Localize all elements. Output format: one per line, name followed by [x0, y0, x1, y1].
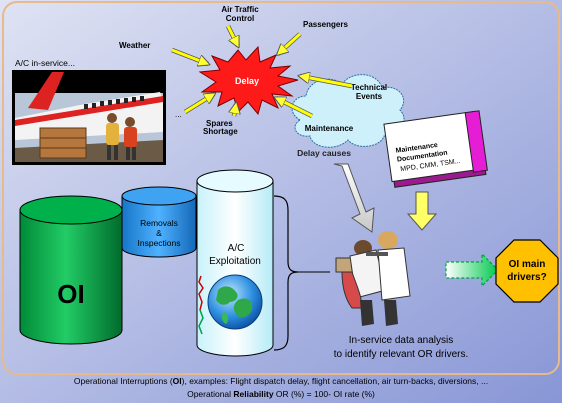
analysis-caption-line2: to identify relevant OR drivers. — [334, 349, 469, 360]
aircraft-photo-caption: A/C in-service... — [15, 58, 75, 68]
exploitation-trend-line — [198, 275, 204, 311]
exploitation-label-line2: Exploitation — [209, 256, 261, 267]
exploitation-label-line1: A/C — [228, 243, 245, 254]
analysis-caption-line1: In-service data analysis — [349, 335, 454, 346]
removals-label-line3: Inspections — [138, 238, 181, 248]
maintenance-documentation-book: Maintenance Documentation MPD, CMM, TSM.… — [383, 110, 488, 188]
oi-cylinder — [19, 195, 123, 345]
removals-label-line2: & — [156, 228, 162, 238]
cause-technical-events-line2: Events — [356, 92, 383, 101]
aircraft-photo — [12, 70, 166, 165]
delay-burst — [198, 45, 299, 116]
cause-passengers: Passengers — [303, 20, 348, 29]
cause-spares-line1: Spares — [206, 119, 233, 128]
analysts-illustration — [335, 231, 411, 326]
analysis-to-drivers-arrow — [445, 252, 499, 288]
cause-cloud — [291, 74, 405, 148]
cause-arrows — [171, 24, 353, 119]
cause-air-traffic-control-line1: Air Traffic — [221, 5, 259, 14]
delay-label: Delay — [235, 76, 259, 86]
oi-main-drivers-octagon — [495, 239, 559, 303]
cause-weather: Weather — [119, 41, 150, 50]
panel-border — [2, 1, 560, 375]
octagon-label-line1: OI main — [509, 259, 546, 270]
documentation-to-analysis-arrow — [406, 191, 438, 231]
cause-air-traffic-control-line2: Control — [226, 14, 254, 23]
removals-cylinder — [121, 186, 197, 258]
delay-causes-caption: Delay causes — [297, 148, 351, 158]
globe-icon — [207, 274, 263, 330]
footer-line1: Operational Interruptions (OI), examples… — [74, 376, 488, 386]
cause-ellipsis: ... — [175, 110, 182, 119]
delay-to-analysis-arrow — [333, 163, 375, 233]
oi-label: OI — [57, 279, 84, 309]
octagon-label-line2: drivers? — [507, 272, 546, 283]
cause-spares-line2: Shortage — [203, 127, 238, 136]
cause-technical-events-line1: Technical — [351, 83, 387, 92]
cause-maintenance: Maintenance — [305, 124, 354, 133]
footer-line2: Operational Reliability OR (%) = 100- OI… — [187, 389, 375, 399]
removals-label-line1: Removals — [140, 218, 178, 228]
